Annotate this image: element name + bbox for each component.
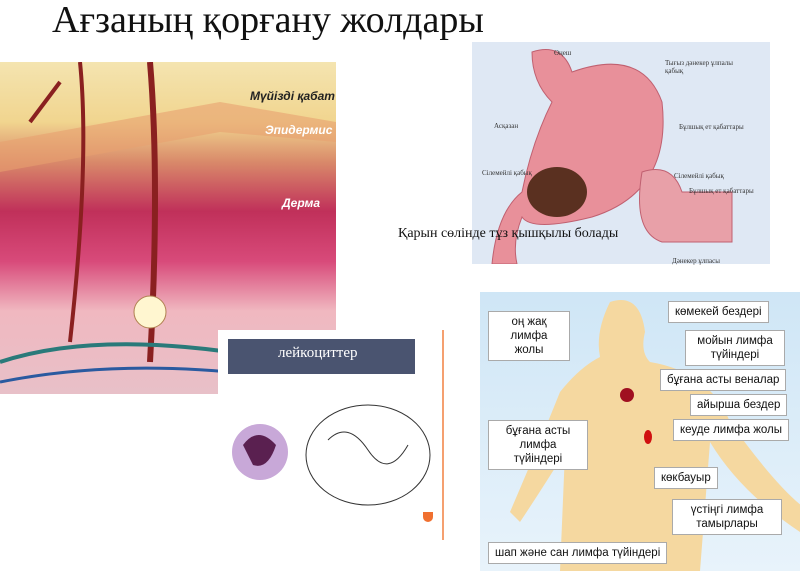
stomach-caption: Қарын сөлінде тұз қышқылы болады [398, 226, 619, 241]
skin-diagram: Мүйізді қабат Эпидермис Дерма [0, 61, 337, 394]
stomach-label-connective-tissue: Дәнекер ұлпасы [672, 257, 720, 265]
stomach-label-esophagus: Өңеш [554, 49, 572, 57]
skin-illustration [0, 61, 337, 389]
skin-label-stratum-corneum: Мүйізді қабат [250, 89, 335, 103]
label-subclavian-veins: бұғана асты веналар [660, 369, 787, 391]
stomach-label-mucosa: Сілемейлі қабық [482, 169, 532, 177]
stomach-label-connective-layer: Тығыз дәнекер ұлпалы қабық [665, 59, 733, 75]
stomach-diagram: Өңеш Тығыз дәнекер ұлпалы қабық Асқазан … [472, 42, 770, 265]
label-thymus: айырша бездер [690, 394, 788, 416]
leukocyte-illustration [232, 404, 431, 506]
label-superficial-vessels: үстіңгі лимфа тамырлары [672, 499, 782, 535]
stomach-illustration [491, 49, 733, 265]
label-subclavian-nodes: бұғана асты лимфа түйіндері [488, 420, 588, 470]
lymph-body-illustration [510, 300, 800, 571]
stomach-label-stomach: Асқазан [494, 122, 519, 130]
stomach-label-muscle-layers: Бұлшық ет қабаттары [679, 123, 744, 131]
label-right-lymph-duct: оң жақ лимфа жолы [488, 311, 570, 361]
slide-title: Ағзаның қорғану жолдары [52, 0, 484, 41]
label-cervical-nodes: мойын лимфа түйіндері [685, 330, 785, 366]
label-spleen: көкбауыр [654, 467, 718, 489]
label-laryngeal-glands: көмекей бездері [668, 301, 769, 323]
lymph-system-diagram: көмекей бездері оң жақ лимфа жолы мойын … [480, 292, 800, 571]
label-inguinal-nodes: шап және сан лимфа түйіндері [488, 542, 668, 564]
stomach-label-mucosa-2: Сілемейлі қабық [674, 172, 724, 180]
skin-label-dermis: Дерма [282, 196, 321, 210]
label-thoracic-duct: кеуде лимфа жолы [673, 419, 790, 441]
leukocytes-heading: лейкоциттер [228, 339, 415, 374]
stomach-label-muscle-layers-2: Бұлшық ет қабаттары [689, 187, 754, 195]
decor-marker [423, 512, 433, 522]
skin-label-epidermis: Эпидермис [265, 123, 333, 137]
